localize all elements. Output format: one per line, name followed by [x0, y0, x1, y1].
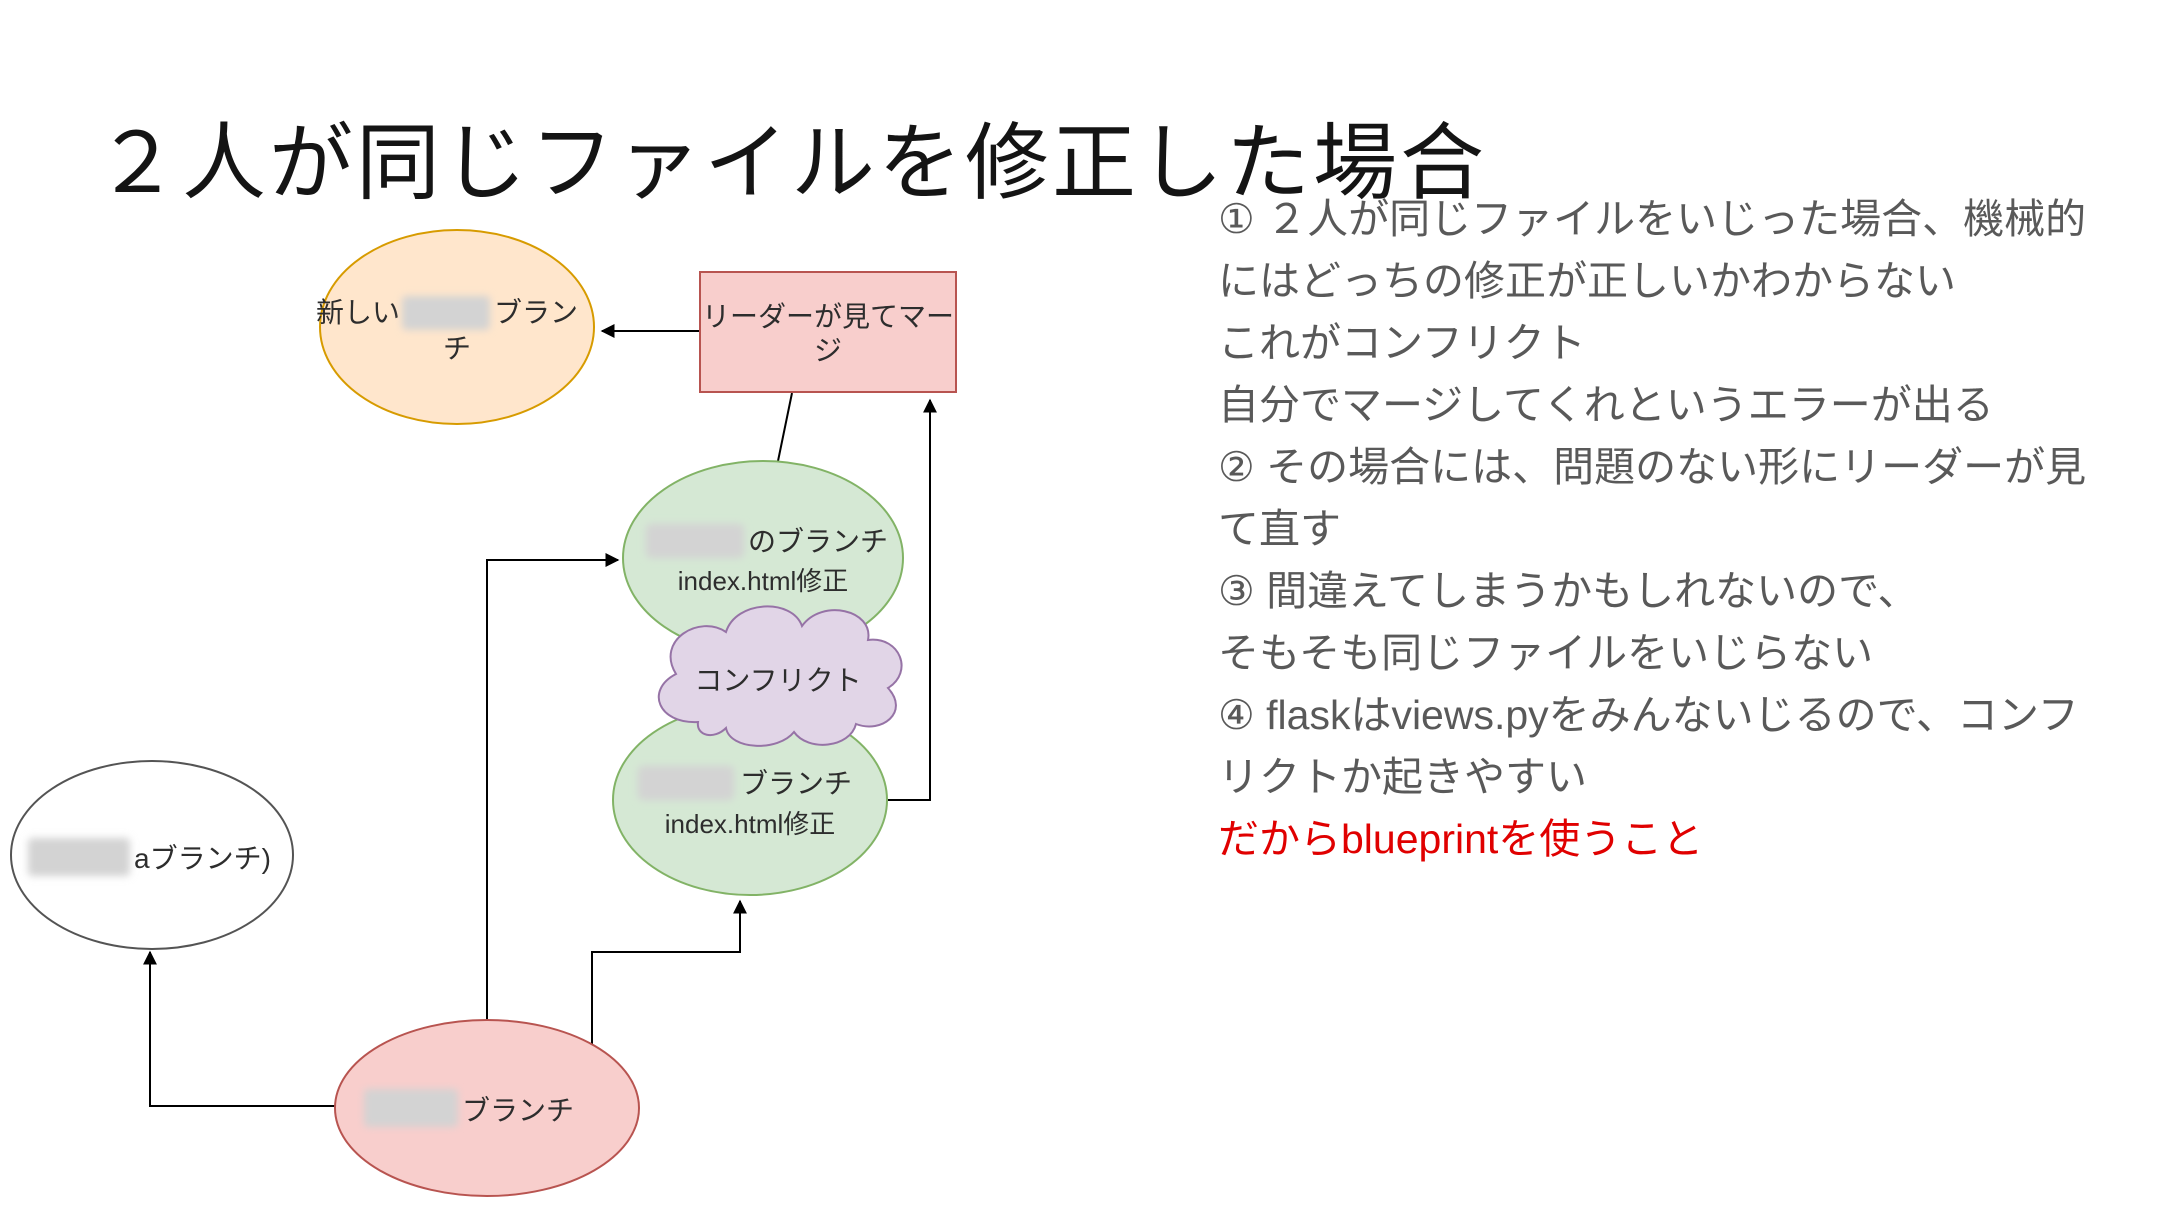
node-branch-top: のブランチ index.html修正 [622, 460, 904, 656]
node-new-branch: 新しい ブラン チ [316, 229, 595, 425]
leader-merge-label-line2: ジ [814, 335, 842, 366]
origin-branch-label: ブランチ [462, 1095, 574, 1126]
note-line: そもそも同じファイルをいじらない [1218, 630, 1874, 676]
note-line: て直す [1218, 506, 1341, 552]
edge-branch-bottom-to-merge [888, 398, 937, 801]
note-line: ① ２人が同じファイルをいじった場合、機械的 [1218, 196, 2087, 242]
origin-branch-shape [334, 1019, 640, 1197]
new-branch-label-line2: チ [443, 333, 471, 364]
leader-merge-label-line1: リーダーが見てマー [702, 301, 954, 332]
note-line: リクトか起きやすい [1218, 754, 1587, 800]
note-line: だからblueprintを使うこと [1218, 816, 1704, 862]
branch-bottom-label: ブランチ [740, 768, 852, 799]
node-master: aブランチ) [10, 760, 294, 950]
node-leader-merge: リーダーが見てマー ジ [699, 271, 957, 393]
note-line: これがコンフリクト [1218, 320, 1586, 366]
redacted-name-blur [28, 838, 130, 876]
node-conflict: コンフリクト [657, 605, 903, 747]
edge-origin-to-master [143, 950, 336, 1107]
new-branch-label-prefix: 新しい [316, 297, 400, 328]
edge-origin-to-branch-top [486, 553, 620, 1021]
note-line: 自分でマージしてくれというエラーが出る [1218, 382, 1994, 428]
branch-top-label-line2: index.html修正 [678, 566, 849, 596]
note-line: ③ 間違えてしまうかもしれないので、 [1218, 568, 1919, 614]
conflict-cloud-shape [657, 605, 903, 747]
leader-merge-shape [699, 271, 957, 393]
note-line: ② その場合には、問題のない形にリーダーが見 [1218, 444, 2087, 490]
edge-origin-to-branch-bottom [591, 899, 747, 1044]
redacted-name-blur [364, 1089, 458, 1127]
redacted-name-blur [646, 524, 744, 558]
conflict-label: コンフリクト [694, 665, 861, 696]
edge-merge-to-branch-top [777, 392, 793, 462]
master-label: aブランチ) [134, 843, 271, 874]
master-shape [10, 760, 294, 950]
redacted-name-blur [402, 296, 490, 330]
branch-bottom-label-line2: index.html修正 [665, 809, 836, 839]
redacted-name-blur [638, 766, 734, 800]
notes-panel: ① ２人が同じファイルをいじった場合、機械的にはどっちの修正が正しいかわからない… [1218, 188, 2178, 870]
note-line: ④ flaskはviews.pyをみんないじるので、コンフ [1218, 692, 2079, 738]
node-branch-bottom: ブランチ index.html修正 [612, 704, 888, 896]
page-title: ２人が同じファイルを修正した場合 [95, 116, 1488, 211]
note-line: にはどっちの修正が正しいかわからない [1218, 258, 1956, 304]
new-branch-label-suffix: ブラン [494, 297, 578, 328]
node-origin-branch: ブランチ [334, 1019, 640, 1197]
branch-top-label: のブランチ [748, 526, 888, 557]
